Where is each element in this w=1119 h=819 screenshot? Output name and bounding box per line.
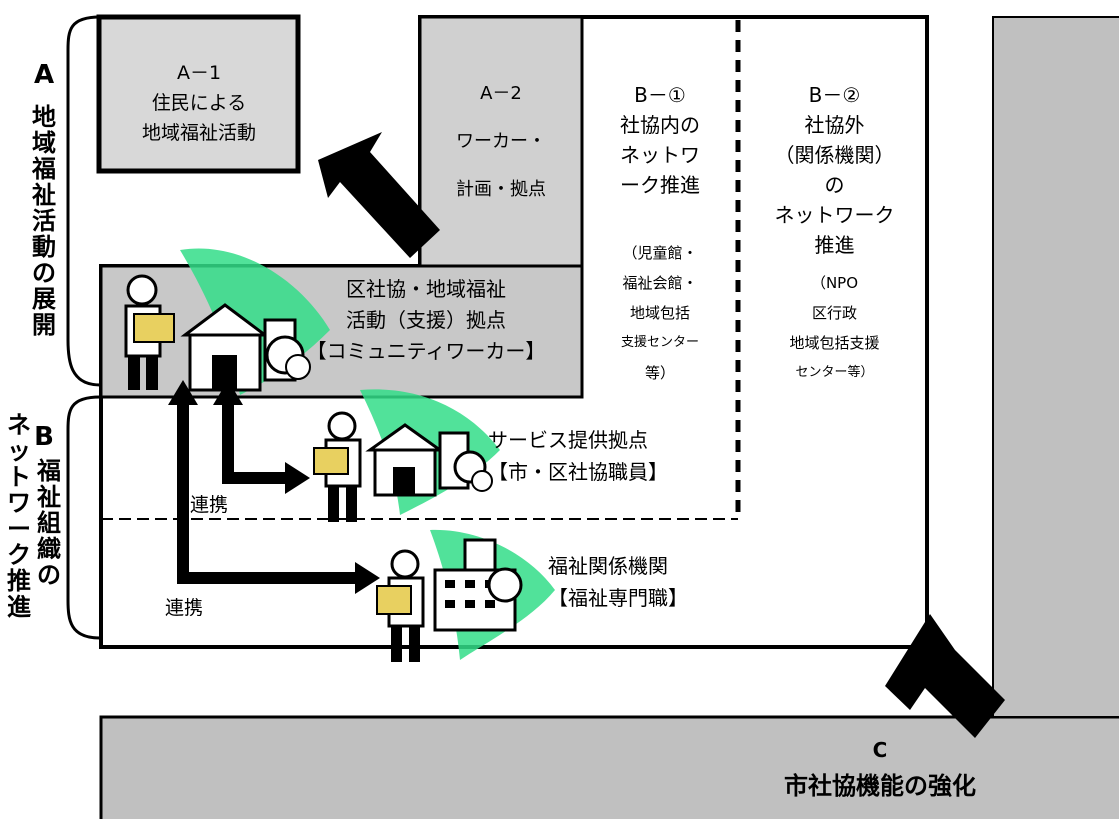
b-vertical-char: ー [7,515,31,543]
brace-a [66,15,101,387]
b2-sub-line: 区行政 [811,304,857,322]
b2-line: 推進 [814,233,855,257]
house-icon [365,423,493,497]
b-vertical-char: の [37,561,61,589]
b-vertical-char: ネ [7,411,31,439]
house-icon [180,303,311,392]
b1-sub-label: （児童館・ 福祉会館・ 地域包括 支援センター 等） [582,238,738,388]
a2-line: A－2 [480,83,522,104]
professional-person-icon [376,549,425,662]
b2-line: （関係機関） [774,143,895,167]
city-label: 市社協機能の強化 [784,772,976,800]
a1-line: 地域福祉活動 [141,122,256,144]
hub-line: 区社協・地域福祉 [346,277,506,301]
welfare-label: 福祉関係機関 【福祉専門職】 [548,550,748,614]
a-vertical-char: 開 [32,311,56,339]
b-vertical-char: ク [7,541,31,569]
b1-sub-line: 福祉会館・ [622,274,698,292]
b1-sub-line: 等） [644,364,675,382]
hub-line: 【コミュニティワーカー】 [306,339,546,363]
a-vertical-char: 展 [32,285,56,313]
a2-line: ワーカー・ [456,131,546,152]
b1-sub-line: 地域包括 [629,304,690,322]
a-vertical-char: 地 [32,103,56,131]
b-vertical-char: ッ [7,437,31,465]
link-arrow-shaft-right [222,400,234,478]
b-vertical-title-1: ネットワーク推進 [4,412,34,620]
b1-sub-line: （児童館・ [622,244,698,262]
a1-line: 住民による [151,92,247,114]
arrow-c-icon [885,614,1005,738]
link-arrow-shaft-upper [222,472,288,484]
a2-line: 計画・拠点 [456,179,546,200]
welfare-line: 福祉関係機関 [548,554,668,578]
b-letter-label: B [34,422,54,452]
a-vertical-char: 活 [32,207,56,235]
service-line: 【市・区社協職員】 [488,460,668,484]
right-gray-block [992,16,1119,718]
b2-sub-line: センター等） [795,365,874,380]
b-vertical-char: 織 [37,535,61,563]
b2-line: 社協外 [804,113,865,137]
b2-label: B－② 社協外 （関係機関） の ネットワーク 推進 [742,80,927,260]
link-arrow-head-right [213,380,243,405]
link-arrow-head-left [168,380,198,405]
b1-line: ネットワ [620,143,700,167]
link-arrow-shaft-lower [177,572,357,584]
a-letter-label: A [33,60,55,90]
a-vertical-title: 地域福祉活動の展開 [29,104,59,338]
b1-label: B－① 社協内の ネットワ ーク推進 [582,80,738,200]
link-arrow-head-lower [355,562,380,594]
b1-line: ーク推進 [620,173,700,197]
b-vertical-char: 組 [37,509,61,537]
link-arrow-shaft-left [177,400,189,580]
a-vertical-char: の [32,259,56,287]
b1-sub-line: 支援センター [620,335,699,350]
a-vertical-char: 祉 [32,181,56,209]
b2-line: ネットワーク [774,203,895,227]
a1-box [96,14,301,174]
b-vertical-char: 祉 [37,483,61,511]
b2-sub-line: （NPO [810,274,859,292]
a2-label: A－2 ワーカー・ 計画・拠点 [420,82,582,218]
building-icon [433,538,523,632]
hub-box [99,264,584,399]
link-label-lower: 連携 [165,597,204,619]
hub-label: 区社協・地域福祉 活動（支援）拠点 【コミュニティワーカー】 [270,274,582,367]
brace-b [66,395,101,640]
a1-line: A－1 [176,62,222,84]
service-line: サービス提供拠点 [488,428,648,452]
welfare-line: 【福祉専門職】 [548,586,688,610]
hub-line: 活動（支援）拠点 [346,308,506,332]
a-vertical-char: 動 [32,233,56,261]
a-vertical-char: 域 [32,129,56,157]
city-letter: C [872,738,888,762]
service-label: サービス提供拠点 【市・区社協職員】 [488,424,728,488]
b2-line: の [824,173,845,197]
city-block [99,715,1119,819]
arrow-a-icon [318,132,440,258]
b-vertical-char: ト [7,463,31,491]
b-vertical-title-2: 福祉組織の [34,458,64,588]
link-arrow-head-upper [285,462,310,494]
b2-line: B－② [808,83,861,107]
b1-line: 社協内の [620,113,700,137]
a1-label: A－1 住民による 地域福祉活動 [100,58,298,148]
link-label-upper: 連携 [190,494,229,516]
b-vertical-char: 推 [7,567,31,595]
b-vertical-char: 福 [37,457,61,485]
staff-person-icon [313,411,362,522]
a-vertical-char: 福 [32,155,56,183]
b1-line: B－① [634,83,686,107]
worker-person-icon [124,274,175,390]
b2-sub-label: （NPO 区行政 地域包括支援 センター等） [742,268,927,388]
b-vertical-char: 進 [7,593,31,621]
b-vertical-char: ワ [7,489,31,517]
b2-sub-line: 地域包括支援 [789,334,880,352]
